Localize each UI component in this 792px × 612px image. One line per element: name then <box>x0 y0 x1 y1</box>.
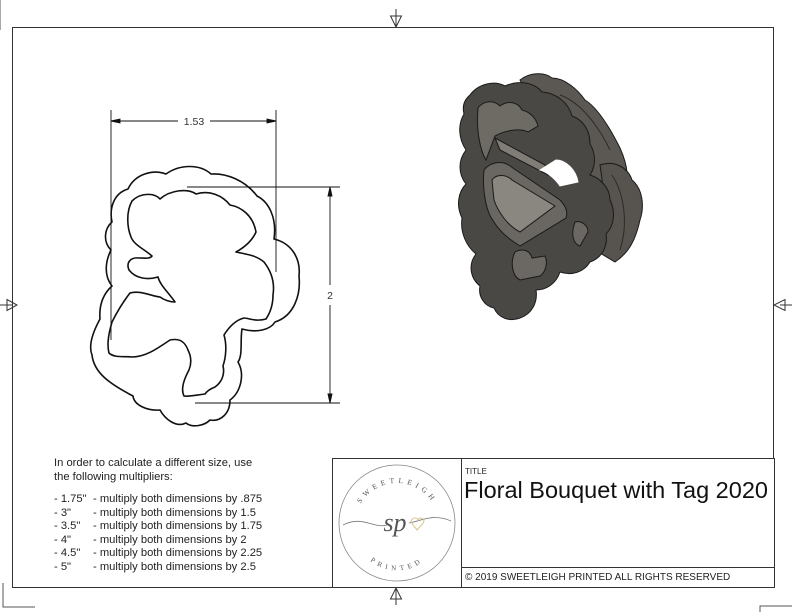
size-multiplier-notes: In order to calculate a different size, … <box>54 457 262 574</box>
logo-monogram: sp <box>383 508 406 537</box>
copyright-notice: © 2019 SWEETLEIGH PRINTED ALL RIGHTS RES… <box>465 572 731 583</box>
heart-icon <box>410 517 425 532</box>
multiplier-size: - 5" <box>54 560 72 573</box>
title-block: SWEETLEIGH PRINTED sp TITLE Floral Bouqu… <box>332 458 775 588</box>
center-mark-bottom <box>389 586 403 605</box>
center-mark-left <box>0 298 19 312</box>
drawing-title: Floral Bouquet with Tag 2020 <box>464 477 768 503</box>
dimension-width <box>110 110 277 340</box>
multiplier-text: - multiply both dimensions by .875 <box>93 493 263 505</box>
multiplier-text: - multiply both dimensions by 2.5 <box>93 560 256 573</box>
multiplier-row: - 4" - multiply both dimensions by 2 <box>54 534 262 548</box>
dimension-width-label: 1.53 <box>184 116 205 128</box>
multiplier-size: - 4" <box>54 533 72 546</box>
multiplier-size: - 4.5" <box>54 547 81 559</box>
multiplier-size: - 1.75" <box>54 493 87 505</box>
multiplier-size: - 3.5" <box>54 520 81 532</box>
logo-bottom-text: PRINTED <box>369 556 425 573</box>
multiplier-text: - multiply both dimensions by 1.5 <box>93 506 256 519</box>
title-label: TITLE <box>465 467 487 476</box>
multiplier-text: - multiply both dimensions by 2.25 <box>93 547 263 559</box>
multiplier-text: - multiply both dimensions by 2 <box>93 533 247 546</box>
corner-mark-bottom-right <box>759 605 792 612</box>
multiplier-size: - 3" <box>54 506 72 519</box>
multiplier-row: - 1.75" - multiply both dimensions by .87… <box>54 493 262 507</box>
multiplier-row: - 3" - multiply both dimensions by 1.5 <box>54 507 262 521</box>
multiplier-row: - 3.5" - multiply both dimensions by 1.75 <box>54 520 262 534</box>
corner-mark-bottom-left <box>2 583 35 608</box>
multiplier-row: - 4.5" - multiply both dimensions by 2.25 <box>54 547 262 561</box>
logo-cell: SWEETLEIGH PRINTED sp <box>333 459 462 587</box>
center-mark-top <box>389 9 403 29</box>
center-mark-right <box>772 298 792 312</box>
title-cell: TITLE Floral Bouquet with Tag 2020 <box>462 459 774 568</box>
notes-intro-line-2: the following multipliers: <box>54 470 173 483</box>
multiplier-text: - multiply both dimensions by 1.75 <box>93 520 263 532</box>
sweetleigh-logo: SWEETLEIGH PRINTED sp <box>338 464 456 582</box>
cutter-3d-render <box>458 73 643 321</box>
notes-intro-line-1: In order to calculate a different size, … <box>54 457 253 469</box>
multiplier-row: - 5" - multiply both dimensions by 2.5 <box>54 561 262 575</box>
dimension-height <box>187 186 340 404</box>
cutter-outline-2d <box>89 165 301 427</box>
logo-top-text: SWEETLEIGH <box>355 476 439 505</box>
dimension-height-label: 2 <box>327 290 333 302</box>
